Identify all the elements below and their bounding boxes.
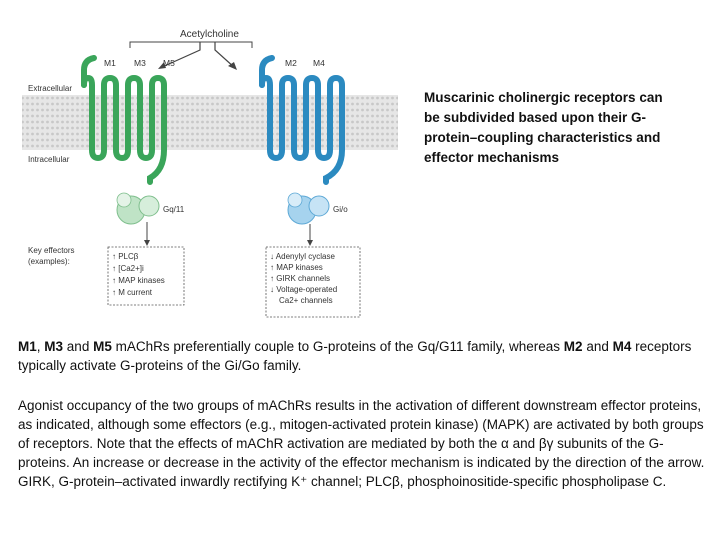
group2-effector-box xyxy=(265,246,361,318)
group2-effector-list: ↓ Adenylyl cyclase ↑ MAP kinases ↑ GIRK … xyxy=(270,252,339,305)
summary-text2: receptors typically activate G-proteins … xyxy=(18,339,692,373)
receptor-label-m5: M5 xyxy=(163,58,175,68)
gio-protein xyxy=(287,192,330,225)
group1-effector-list: ↑ PLCβ ↑ [Ca2+]i ↑ MAP kinases ↑ M curre… xyxy=(112,252,167,297)
receptor-coupling-summary: M1, M3 and M5 mAChRs preferentially coup… xyxy=(18,337,708,375)
summary-sep3: and xyxy=(582,339,613,354)
intracellular-label: Intracellular xyxy=(28,155,70,164)
summary-m2: M2 xyxy=(563,339,583,354)
summary-m5: M5 xyxy=(93,339,112,354)
effector-arrowhead-group1 xyxy=(144,240,150,246)
ligand-arrow-left xyxy=(159,42,201,69)
summary-sep2: and xyxy=(63,339,94,354)
ligand-arrowhead-left xyxy=(158,62,166,69)
summary-text1: mAChRs preferentially couple to G-protei… xyxy=(111,339,564,354)
side-caption: Muscarinic cholinergic receptors can be … xyxy=(424,90,663,165)
group2-receptor xyxy=(259,74,345,185)
key-effectors-label: Key effectors (examples): xyxy=(28,246,77,266)
acetylcholine-label: Acetylcholine xyxy=(180,29,239,40)
extracellular-label: Extracellular xyxy=(28,84,72,93)
group1-effector-box xyxy=(107,246,185,306)
group2-receptor-labels: M2 M4 xyxy=(285,58,325,68)
group1-receptor-labels: M1 M3 M5 xyxy=(104,58,175,68)
receptor-label-m2: M2 xyxy=(285,58,297,68)
ligand-arrowhead-right xyxy=(228,62,237,70)
effector-arrowhead-group2 xyxy=(307,240,313,246)
summary-m4: M4 xyxy=(612,339,632,354)
group1-receptor xyxy=(81,74,167,185)
gq11-protein xyxy=(116,192,160,225)
group1-receptor-tail xyxy=(81,55,97,88)
group2-receptor-tail xyxy=(259,55,275,88)
summary-m1: M1 xyxy=(18,339,37,354)
receptor-label-m1: M1 xyxy=(104,58,116,68)
receptor-label-m4: M4 xyxy=(313,58,325,68)
cell-membrane xyxy=(22,95,398,150)
ligand-arrow-right xyxy=(214,42,236,69)
summary-m3: M3 xyxy=(44,339,64,354)
acetylcholine-bracket xyxy=(129,41,253,48)
receptor-label-m3: M3 xyxy=(134,58,146,68)
summary-sep1: , xyxy=(36,339,45,354)
receptor-diagram: Acetylcholine M1 M3 M5 M2 M4 Extracellul… xyxy=(22,29,398,318)
gio-label: Gi/o xyxy=(333,205,348,214)
gq11-label: Gq/11 xyxy=(163,205,185,214)
effector-detail-paragraph: Agonist occupancy of the two groups of m… xyxy=(18,398,705,489)
